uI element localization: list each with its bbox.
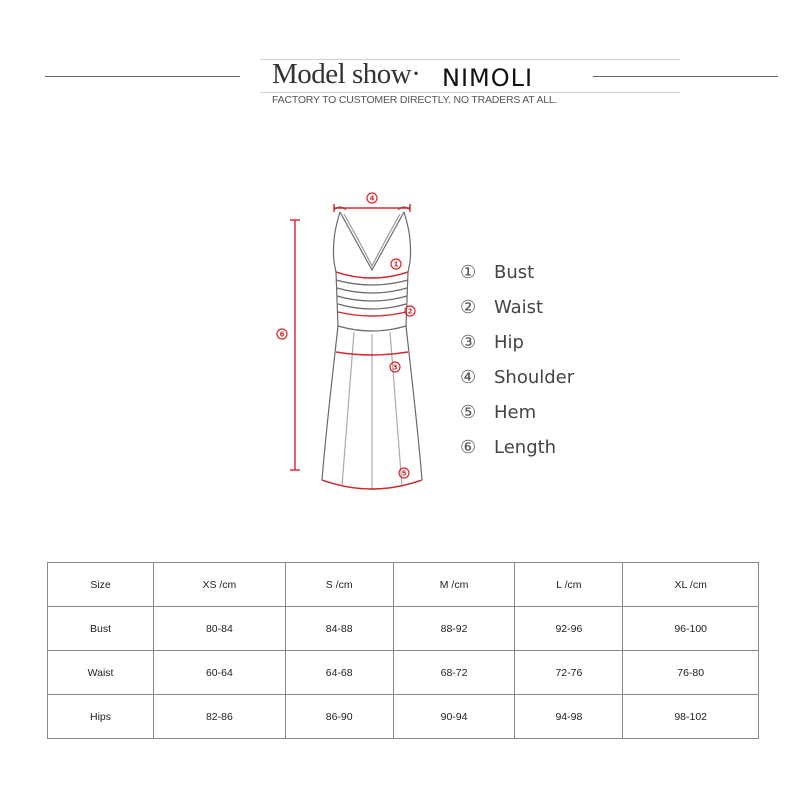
table-header-cell: S /cm xyxy=(284,562,394,607)
table-cell: 94-98 xyxy=(514,694,624,739)
legend-number: ② xyxy=(460,297,477,318)
legend-label: Bust xyxy=(494,262,535,283)
table-cell: 90-94 xyxy=(392,694,516,739)
title-top-rule xyxy=(260,59,680,60)
measure-lines xyxy=(290,204,423,490)
legend-label: Shoulder xyxy=(494,367,575,388)
legend-item-bust: ① Bust xyxy=(460,255,660,290)
table-cell: 88-92 xyxy=(392,606,516,651)
brand-name: NIMOLI xyxy=(442,64,534,92)
page-title: Model show· xyxy=(272,58,421,90)
legend-label: Hip xyxy=(494,332,524,353)
legend-number: ⑥ xyxy=(460,437,477,458)
marker-length-label: 6 xyxy=(280,331,285,339)
marker-hip xyxy=(389,361,401,373)
measurement-legend: ① Bust ② Waist ③ Hip ④ Shoulder ⑤ Hem ⑥ … xyxy=(460,255,660,465)
title-bottom-rule xyxy=(260,92,680,93)
table-row-label: Bust xyxy=(46,606,155,651)
marker-shoulder xyxy=(366,192,378,204)
table-header-cell: XL /cm xyxy=(622,562,759,607)
legend-item-hem: ⑤ Hem xyxy=(460,395,660,430)
table-row: Hips 82-86 86-90 90-94 94-98 98-102 xyxy=(46,694,759,739)
table-cell: 98-102 xyxy=(622,694,759,739)
table-cell: 72-76 xyxy=(514,650,624,695)
header-rule-left xyxy=(45,76,240,77)
header: Model show· NIMOLI FACTORY TO CUSTOMER D… xyxy=(0,0,800,120)
marker-hem-label: 5 xyxy=(402,470,407,478)
table-row-label: Waist xyxy=(46,650,155,695)
legend-label: Hem xyxy=(494,402,537,423)
legend-number: ① xyxy=(460,262,477,283)
table-header-cell: XS /cm xyxy=(153,562,286,607)
table-cell: 64-68 xyxy=(284,650,394,695)
dress-measurement-diagram: 4 1 2 3 5 6 xyxy=(276,192,423,490)
table-header-row: Size XS /cm S /cm M /cm L /cm XL /cm xyxy=(46,562,759,607)
bust-measure-line xyxy=(335,271,409,279)
table-cell: 82-86 xyxy=(153,694,286,739)
marker-waist-label: 2 xyxy=(408,308,413,316)
marker-bust xyxy=(390,258,402,270)
table-cell: 92-96 xyxy=(514,606,624,651)
tagline: FACTORY TO CUSTOMER DIRECTLY. NO TRADERS… xyxy=(272,94,558,106)
table-header-cell: M /cm xyxy=(392,562,516,607)
size-chart-table: Size XS /cm S /cm M /cm L /cm XL /cm Bus… xyxy=(46,562,759,739)
table-row: Waist 60-64 64-68 68-72 72-76 76-80 xyxy=(46,650,759,695)
header-rule-right xyxy=(593,76,778,77)
marker-length xyxy=(276,328,288,340)
table-row-label: Hips xyxy=(46,694,155,739)
marker-waist xyxy=(404,305,416,317)
marker-shoulder-label: 4 xyxy=(370,195,375,203)
dress-outline xyxy=(321,206,423,490)
measure-markers: 4 1 2 3 5 6 xyxy=(276,192,416,479)
table-cell: 68-72 xyxy=(392,650,516,695)
table-cell: 96-100 xyxy=(622,606,759,651)
waist-measure-line xyxy=(337,311,407,317)
table-cell: 84-88 xyxy=(284,606,394,651)
table-header-cell: L /cm xyxy=(514,562,624,607)
table-cell: 76-80 xyxy=(622,650,759,695)
legend-number: ⑤ xyxy=(460,402,477,423)
title-block: Model show· NIMOLI xyxy=(260,56,680,106)
legend-label: Waist xyxy=(494,297,544,318)
legend-number: ④ xyxy=(460,367,477,388)
table-cell: 60-64 xyxy=(153,650,286,695)
table-row: Bust 80-84 84-88 88-92 92-96 96-100 xyxy=(46,606,759,651)
legend-item-waist: ② Waist xyxy=(460,290,660,325)
marker-bust-label: 1 xyxy=(394,261,399,269)
legend-number: ③ xyxy=(460,332,477,353)
marker-hip-label: 3 xyxy=(393,364,398,372)
marker-hem xyxy=(398,467,410,479)
hip-measure-line xyxy=(335,351,409,356)
table-cell: 80-84 xyxy=(153,606,286,651)
hem-measure-line xyxy=(321,479,423,490)
legend-item-hip: ③ Hip xyxy=(460,325,660,360)
table-header-cell: Size xyxy=(46,562,155,607)
legend-label: Length xyxy=(494,437,557,458)
legend-item-shoulder: ④ Shoulder xyxy=(460,360,660,395)
table-cell: 86-90 xyxy=(284,694,394,739)
legend-item-length: ⑥ Length xyxy=(460,430,660,465)
